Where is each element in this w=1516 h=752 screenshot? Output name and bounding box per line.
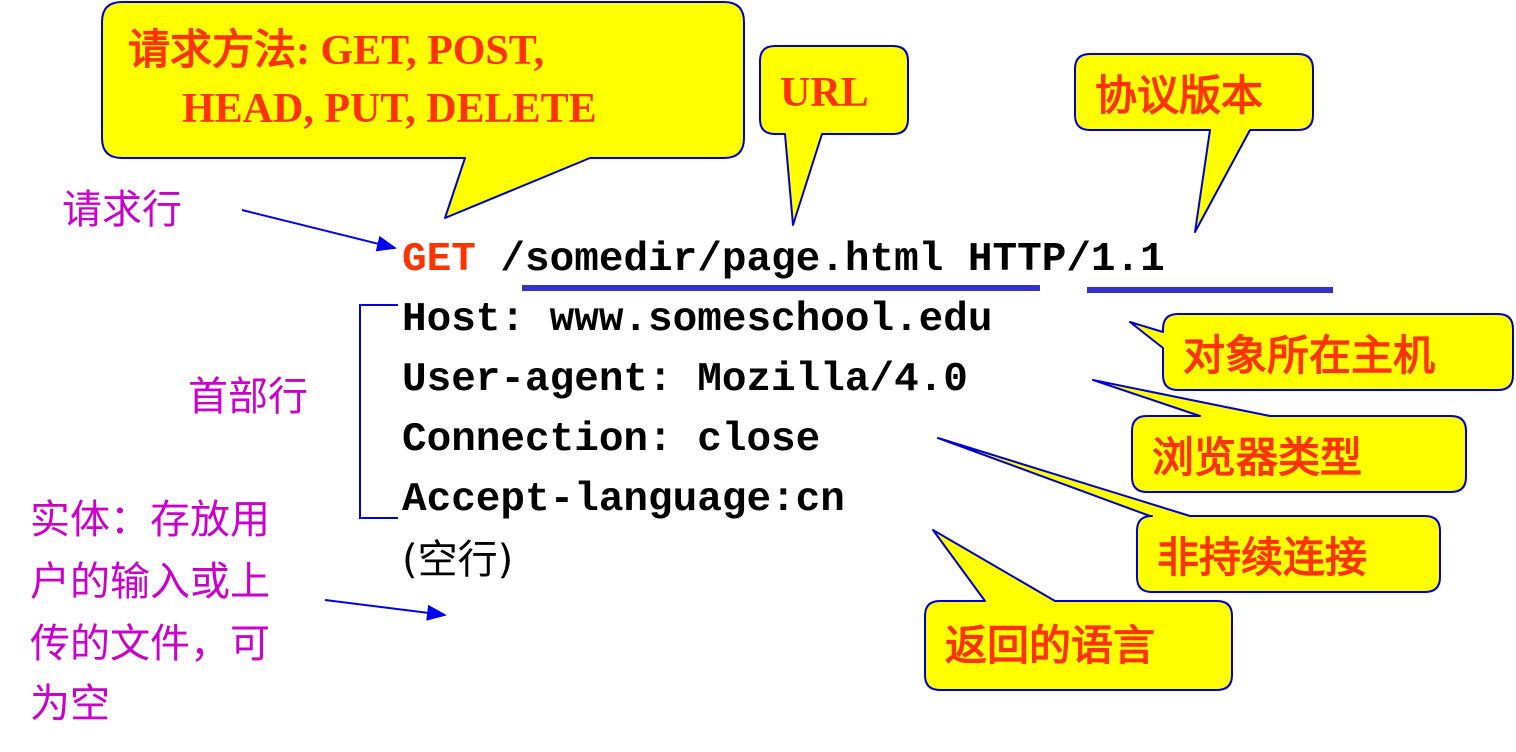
- request-url: /somedir/page.html: [500, 237, 944, 283]
- header-connection: Connection: close: [402, 417, 821, 463]
- callout-method-line2: HEAD, PUT, DELETE: [182, 86, 597, 132]
- callout-language-bubble: [924, 529, 1233, 691]
- callout-browser-bubble: [1092, 379, 1467, 493]
- callout-language-text: 返回的语言: [945, 624, 1156, 670]
- url-underline: [522, 285, 1040, 291]
- label-header-lines: 首部行: [188, 374, 308, 420]
- callout-host-bubble: [1129, 313, 1514, 391]
- request-version: HTTP/1.1: [967, 237, 1165, 283]
- request-line: GET /somedir/page.html HTTP/1.1: [402, 240, 1165, 281]
- header-host: Host: www.someschool.edu: [402, 297, 993, 343]
- label-entity-3: 传的文件，可: [30, 621, 270, 667]
- version-underline: [1087, 287, 1333, 293]
- callout-version-bubble: [1074, 53, 1314, 233]
- callout-version-text: 协议版本: [1095, 74, 1264, 120]
- callout-url-bubble: [759, 45, 909, 226]
- callout-url-text: URL: [780, 70, 869, 116]
- request-method: GET: [402, 237, 476, 283]
- callout-method-bubble: [101, 1, 745, 219]
- header-bracket: [359, 304, 398, 519]
- header-user-agent: User-agent: Mozilla/4.0: [402, 357, 968, 403]
- callout-connection-text: 非持续连接: [1157, 536, 1368, 582]
- entity-arrow: [324, 599, 447, 621]
- header-accept-language: Accept-language:cn: [402, 477, 845, 523]
- callout-browser-text: 浏览器类型: [1152, 436, 1363, 482]
- callout-host-text: 对象所在主机: [1183, 334, 1436, 380]
- callout-connection-bubble: [937, 437, 1441, 593]
- label-request-line: 请求行: [62, 187, 182, 233]
- callout-method-line1: 请求方法: GET, POST,: [128, 28, 545, 74]
- label-entity-1: 实体：存放用: [30, 497, 270, 543]
- label-entity-2: 户的输入或上: [30, 559, 270, 605]
- label-entity-4: 为空: [30, 681, 110, 727]
- blank-line: (空行): [402, 537, 514, 583]
- request-line-arrow: [241, 209, 397, 252]
